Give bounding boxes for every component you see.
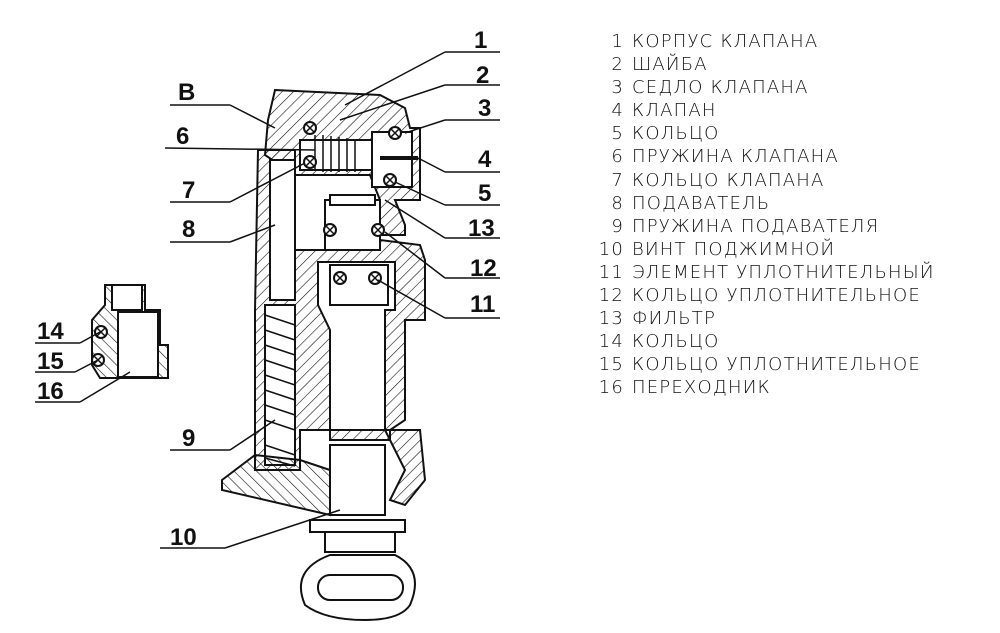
callout-14: 14: [37, 318, 64, 345]
legend-number: 14: [598, 331, 624, 353]
legend-number: 3: [611, 77, 624, 99]
legend-label: КОЛЬЦО: [632, 331, 720, 353]
legend-label: СЕДЛО КЛАПАНА: [632, 77, 809, 99]
legend-number: 15: [598, 354, 624, 376]
legend-number: 7: [611, 169, 624, 191]
legend-label: ПРУЖИНА КЛАПАНА: [632, 146, 839, 168]
callout-5: 5: [478, 180, 491, 207]
legend-number: 4: [611, 100, 624, 122]
legend-number: 2: [611, 54, 624, 76]
callout-2: 2: [476, 62, 489, 89]
legend-number: 13: [598, 308, 624, 330]
callout-3: 3: [478, 95, 491, 122]
legend-number: 5: [611, 123, 624, 145]
legend-item: 7 КОЛЬЦО КЛАПАНА: [590, 169, 935, 192]
callout-15: 15: [37, 348, 64, 375]
callout-7: 7: [182, 177, 195, 204]
legend-item: 9 ПРУЖИНА ПОДАВАТЕЛЯ: [590, 215, 935, 238]
legend-number: 6: [611, 146, 624, 168]
legend-label: ПЕРЕХОДНИК: [632, 377, 771, 399]
legend-item: 6 ПРУЖИНА КЛАПАНА: [590, 145, 935, 168]
legend-label: ВИНТ ПОДЖИМНОЙ: [632, 238, 836, 260]
legend-label: КОРПУС КЛАПАНА: [632, 31, 819, 52]
legend-item: 8 ПОДАВАТЕЛЬ: [590, 192, 935, 215]
legend-label: ШАЙБА: [632, 54, 708, 76]
callout-11: 11: [470, 291, 495, 318]
legend-number: 1: [611, 31, 624, 52]
legend-label: ПРУЖИНА ПОДАВАТЕЛЯ: [632, 215, 880, 237]
legend-label: КОЛЬЦО КЛАПАНА: [632, 169, 825, 191]
legend-label: КОЛЬЦО УПЛОТНИТЕЛЬНОЕ: [632, 285, 921, 307]
callout-4: 4: [478, 146, 492, 173]
legend-item: 12 КОЛЬЦО УПЛОТНИТЕЛЬНОЕ: [590, 284, 935, 307]
callout-b: В: [178, 79, 195, 106]
legend-item: 13 ФИЛЬТР: [590, 307, 935, 330]
legend-item: 1 КОРПУС КЛАПАНА: [590, 30, 935, 53]
parts-legend: 1 КОРПУС КЛАПАНА 2 ШАЙБА 3 СЕДЛО КЛАПАНА 4 КЛАП…: [590, 30, 935, 400]
legend-item: 3 СЕДЛО КЛАПАНА: [590, 76, 935, 99]
legend-number: 10: [598, 238, 624, 260]
legend-item: 16 ПЕРЕХОДНИК: [590, 376, 935, 399]
legend-item: 10 ВИНТ ПОДЖИМНОЙ: [590, 238, 935, 261]
legend-item: 4 КЛАПАН: [590, 99, 935, 122]
callout-9: 9: [182, 425, 195, 452]
legend-number: 12: [598, 285, 624, 307]
legend-label: ФИЛЬТР: [632, 308, 717, 330]
legend-label: ЭЛЕМЕНТ УПЛОТНИТЕЛЬНЫЙ: [632, 261, 935, 283]
legend-number: 16: [598, 377, 624, 399]
legend-number: 11: [598, 261, 624, 283]
legend-label: КОЛЬЦО: [632, 123, 720, 145]
valve-body-drawing: [91, 88, 427, 622]
callout-8: 8: [182, 216, 195, 243]
callout-labels: 1 2 3 4 5 13 12 11 В 6 7 8 9 10 14 15 16: [37, 27, 497, 551]
callout-10: 10: [170, 524, 197, 551]
legend-item: 11 ЭЛЕМЕНТ УПЛОТНИТЕЛЬНЫЙ: [590, 261, 935, 284]
callout-16: 16: [37, 378, 64, 405]
legend-label: КЛАПАН: [632, 100, 717, 122]
legend-number: 9: [611, 215, 624, 237]
legend-item: 5 КОЛЬЦО: [590, 122, 935, 145]
legend-item: 15 КОЛЬЦО УПЛОТНИТЕЛЬНОЕ: [590, 353, 935, 376]
legend-item: 14 КОЛЬЦО: [590, 330, 935, 353]
callout-6: 6: [176, 123, 189, 150]
callout-12: 12: [470, 255, 497, 282]
legend-label: ПОДАВАТЕЛЬ: [632, 192, 771, 214]
legend-item: 2 ШАЙБА: [590, 53, 935, 76]
legend-number: 8: [611, 192, 624, 214]
leader-lines: [35, 51, 500, 549]
callout-13: 13: [468, 215, 495, 242]
legend-label: КОЛЬЦО УПЛОТНИТЕЛЬНОЕ: [632, 354, 921, 376]
callout-1: 1: [474, 27, 487, 54]
